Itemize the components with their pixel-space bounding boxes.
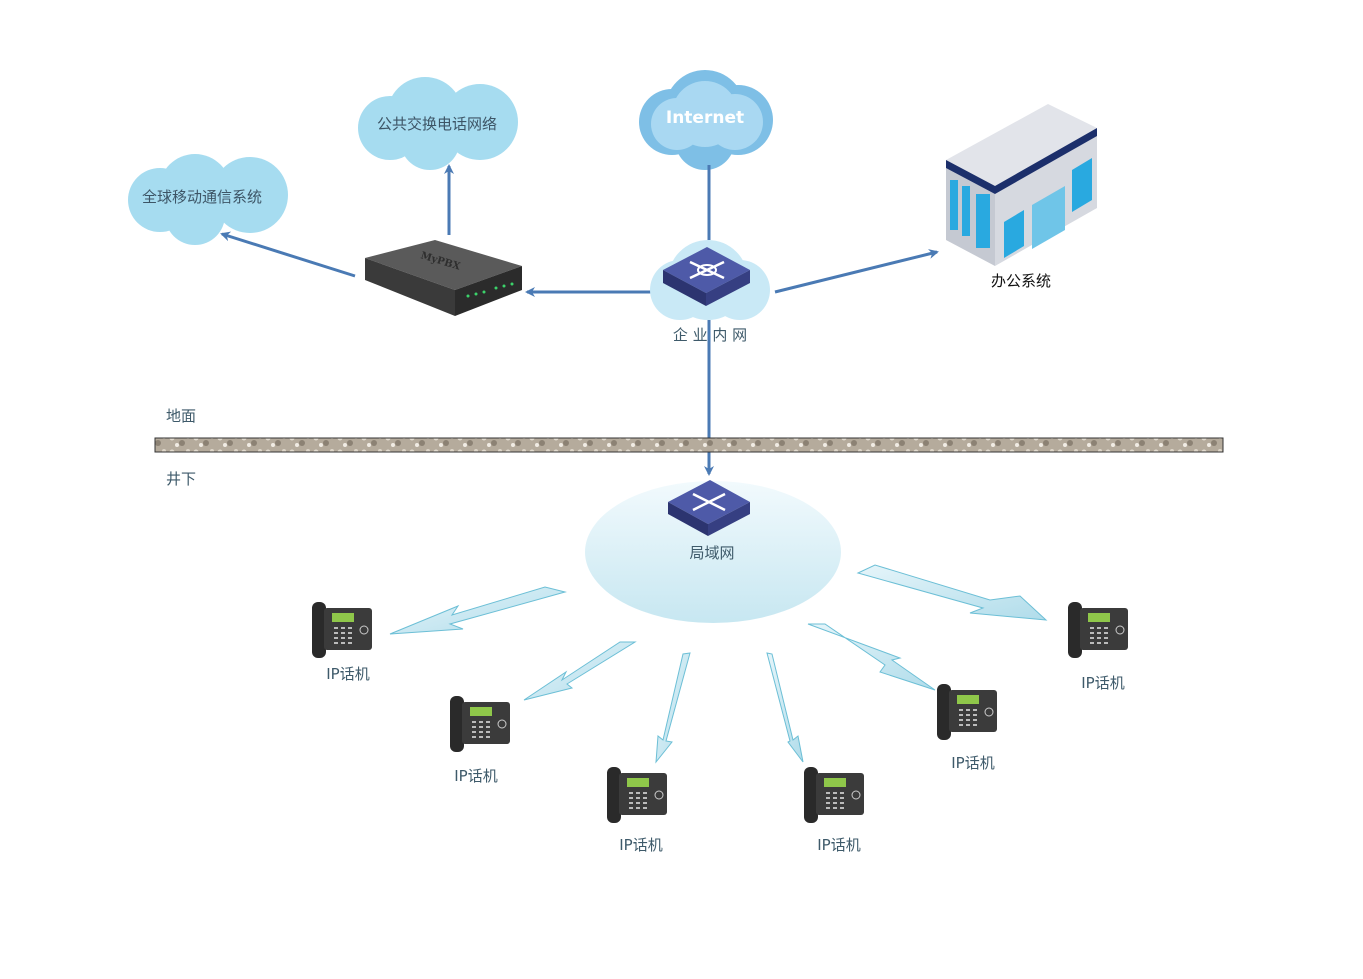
underground-label: 井下 — [166, 470, 197, 488]
lan-label: 局域网 — [689, 544, 735, 562]
ground-strip — [154, 437, 1224, 453]
office-link — [774, 249, 939, 294]
arrow-to-phone-3 — [655, 652, 691, 764]
enterprise-net-label: 企 业 内 网 — [672, 326, 748, 344]
office-label: 办公系统 — [990, 272, 1052, 290]
internet-label: Internet — [665, 108, 745, 128]
lan-ellipse — [585, 481, 841, 623]
lan-switch-icon — [668, 480, 750, 536]
phone-label: IP话机 — [454, 767, 498, 785]
connectors — [220, 164, 939, 476]
phone-label: IP话机 — [1081, 674, 1125, 692]
pstn-cloud — [358, 77, 518, 170]
switch-icon — [663, 247, 750, 306]
arrow-to-phone-5 — [807, 623, 936, 691]
ground-label: 地面 — [166, 407, 197, 425]
office-building-icon — [946, 104, 1097, 266]
phone-label: IP话机 — [817, 836, 861, 854]
pstn-label: 公共交换电话网络 — [376, 115, 498, 133]
ip-phone-icon — [804, 767, 864, 823]
lan-arrows — [389, 564, 1048, 764]
phone-label: IP话机 — [951, 754, 995, 772]
gsm-label: 全球移动通信系统 — [141, 188, 263, 206]
ip-phone-icon — [450, 696, 510, 752]
ip-phone-icon — [312, 602, 372, 658]
gsm-cloud — [128, 154, 288, 245]
gsm-link — [220, 231, 356, 278]
arrow-to-phone-2 — [523, 641, 637, 701]
phone-label: IP话机 — [326, 665, 370, 683]
phone-label: IP话机 — [619, 836, 663, 854]
ip-phone-icon — [937, 684, 997, 740]
ip-phone-icon — [1068, 602, 1128, 658]
arrow-to-phone-4 — [766, 652, 804, 763]
arrow-to-phone-6 — [856, 564, 1048, 621]
arrow-to-phone-1 — [389, 586, 567, 635]
ip-phone-icon — [607, 767, 667, 823]
pbx-device-icon — [365, 240, 522, 316]
